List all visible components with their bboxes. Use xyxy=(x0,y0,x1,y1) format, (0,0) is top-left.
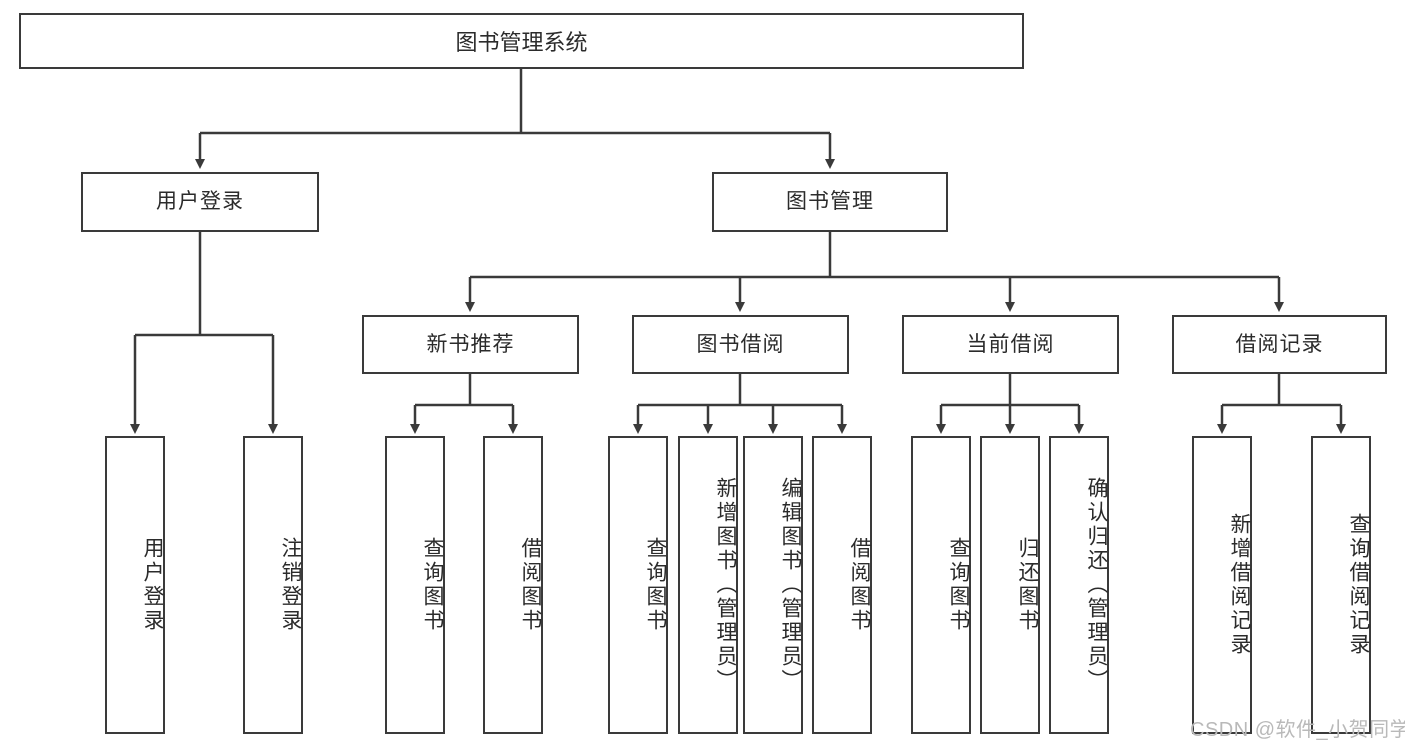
node-label: 借阅图书 xyxy=(848,537,871,633)
node-label: 借阅记录 xyxy=(1235,332,1324,356)
node-label: 新增图书（管理员） xyxy=(714,477,737,693)
leaf-recommend-borrow-book[interactable]: 借阅图书 xyxy=(483,436,543,734)
leaf-borrow-add-book-admin[interactable]: 新增图书（管理员） xyxy=(678,436,738,734)
leaf-current-query-book[interactable]: 查询图书 xyxy=(911,436,971,734)
node-label: 当前借阅 xyxy=(966,332,1055,356)
leaf-current-return-book[interactable]: 归还图书 xyxy=(980,436,1040,734)
node-label: 借阅图书 xyxy=(519,537,542,633)
node-label: 注销登录 xyxy=(279,537,302,633)
node-label: 编辑图书（管理员） xyxy=(779,477,802,693)
leaf-borrow-borrow-book[interactable]: 借阅图书 xyxy=(812,436,872,734)
node-label: 图书借阅 xyxy=(696,332,785,356)
node-book-management[interactable]: 图书管理 xyxy=(712,172,948,232)
node-label: 新书推荐 xyxy=(426,332,515,356)
leaf-recommend-query-book[interactable]: 查询图书 xyxy=(385,436,445,734)
node-root-system[interactable]: 图书管理系统 xyxy=(19,13,1024,69)
node-label: 图书管理系统 xyxy=(455,30,588,55)
node-label: 查询图书 xyxy=(421,537,444,633)
node-book-borrow[interactable]: 图书借阅 xyxy=(632,315,849,374)
node-label: 用户登录 xyxy=(141,537,164,633)
watermark-text: CSDN @软件_小贺同学 xyxy=(1190,719,1405,741)
node-label: 归还图书 xyxy=(1016,537,1039,633)
node-borrow-record[interactable]: 借阅记录 xyxy=(1172,315,1387,374)
node-label: 新增借阅记录 xyxy=(1228,513,1251,657)
leaf-record-add-record[interactable]: 新增借阅记录 xyxy=(1192,436,1252,734)
node-label: 查询图书 xyxy=(644,537,667,633)
node-label: 确认归还（管理员） xyxy=(1085,477,1108,693)
node-current-borrow[interactable]: 当前借阅 xyxy=(902,315,1119,374)
leaf-current-confirm-return-admin[interactable]: 确认归还（管理员） xyxy=(1049,436,1109,734)
node-new-book-recommend[interactable]: 新书推荐 xyxy=(362,315,579,374)
leaf-record-query-record[interactable]: 查询借阅记录 xyxy=(1311,436,1371,734)
node-label: 查询借阅记录 xyxy=(1347,513,1370,657)
node-label: 用户登录 xyxy=(156,190,244,214)
leaf-borrow-query-book[interactable]: 查询图书 xyxy=(608,436,668,734)
leaf-user-login-login[interactable]: 用户登录 xyxy=(105,436,165,734)
leaf-borrow-edit-book-admin[interactable]: 编辑图书（管理员） xyxy=(743,436,803,734)
node-label: 图书管理 xyxy=(786,190,874,214)
node-label: 查询图书 xyxy=(947,537,970,633)
node-user-login[interactable]: 用户登录 xyxy=(81,172,319,232)
leaf-user-login-logout[interactable]: 注销登录 xyxy=(243,436,303,734)
